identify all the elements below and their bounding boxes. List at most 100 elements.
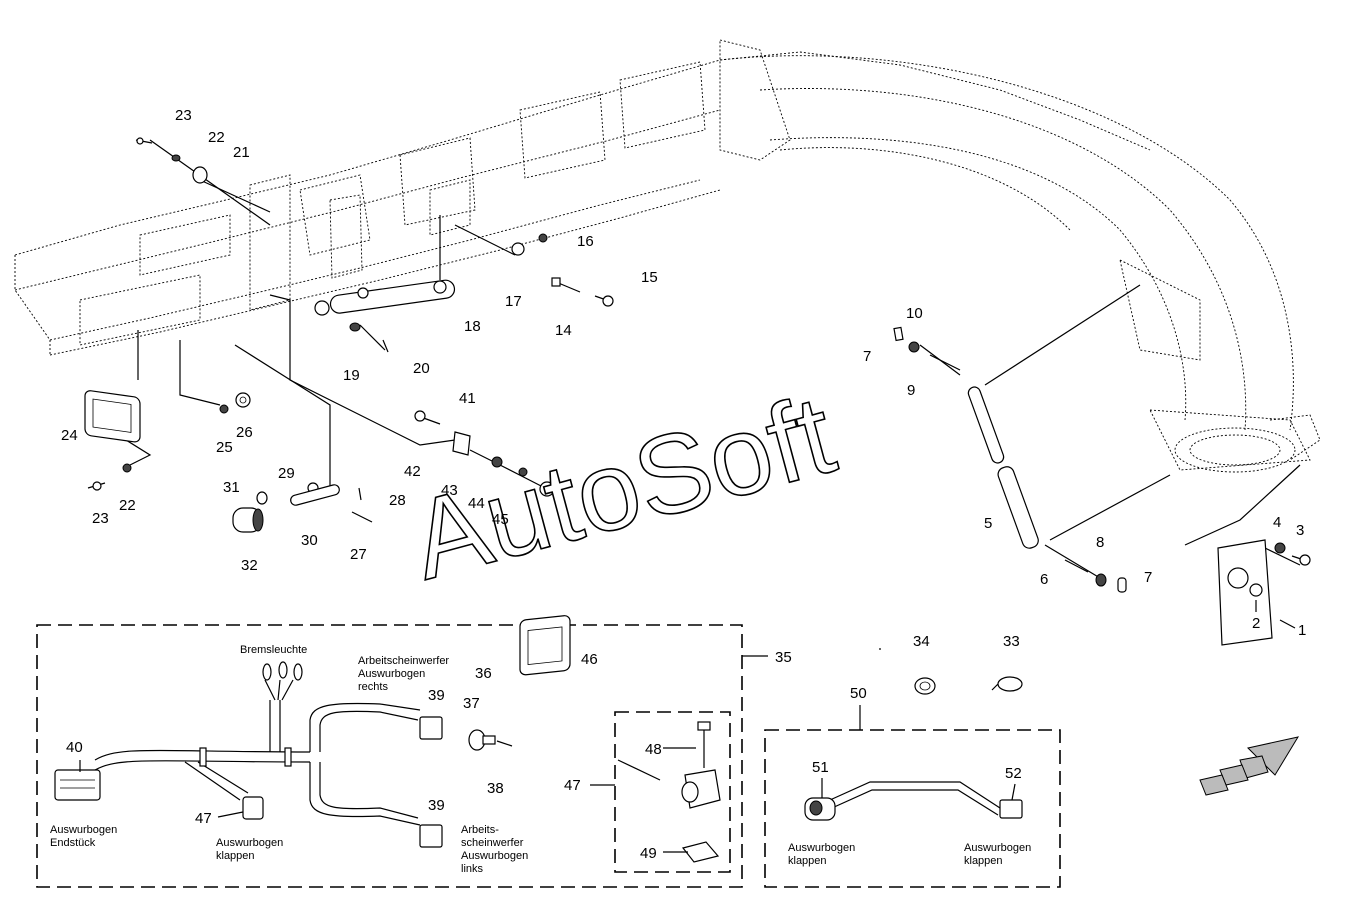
callout-20: 20 <box>413 360 430 377</box>
leader-lines <box>109 139 1301 650</box>
callout-22a: 22 <box>208 129 225 146</box>
callout-15: 15 <box>641 269 658 286</box>
part-34-clamp <box>914 677 936 695</box>
part-17-nut <box>511 242 525 256</box>
callout-45: 45 <box>492 511 509 528</box>
callout-1: 1 <box>1298 622 1306 639</box>
label-bremsleuchte: Bremsleuchte <box>240 644 307 656</box>
callout-32: 32 <box>241 557 258 574</box>
callout-29: 29 <box>278 465 295 482</box>
part-23-bolt-bottom <box>87 481 106 491</box>
callout-7a: 7 <box>863 348 871 365</box>
callout-49: 49 <box>640 845 657 862</box>
part-41-bolt <box>414 410 441 425</box>
part-30-pin <box>290 484 340 506</box>
cable-box-50 <box>764 705 1061 888</box>
callout-40: 40 <box>66 739 83 756</box>
callout-10: 10 <box>906 305 923 322</box>
callout-numbers: 1 2 3 4 5 6 7 7 8 9 10 14 15 16 17 18 19… <box>61 107 1306 862</box>
callout-2: 2 <box>1252 615 1260 632</box>
callout-51: 51 <box>812 759 829 776</box>
callout-42: 42 <box>404 463 421 480</box>
part-8-washer <box>1095 573 1107 587</box>
harness-box-35 <box>36 615 768 888</box>
part-9-pin <box>929 354 961 371</box>
label-auswurbogen-klappen-51-2: klappen <box>788 855 827 867</box>
part-44-washer <box>518 467 528 477</box>
label-auswurbogen-klappen-52-2: klappen <box>964 855 1003 867</box>
callout-50: 50 <box>850 685 867 702</box>
part-10-washer <box>908 341 920 353</box>
part-24-lamp <box>84 390 141 443</box>
part-14-bolt <box>551 277 581 293</box>
callout-4: 4 <box>1273 514 1281 531</box>
part-6-pin <box>1064 559 1089 573</box>
part-45-nut <box>539 481 555 497</box>
label-auswurbogen-klappen-51-1: Auswurbogen <box>788 842 855 854</box>
callout-44: 44 <box>468 495 485 512</box>
label-arbeitsscheinwerfer-links-1: Arbeits- <box>461 824 499 836</box>
callout-33: 33 <box>1003 633 1020 650</box>
part-33-clamp <box>991 676 1023 692</box>
callout-31: 31 <box>223 479 240 496</box>
text-labels: Bremsleuchte Arbeitscheinwerfer Auswurbo… <box>50 644 1031 875</box>
label-auswurbogen-klappen-47-1: Auswurbogen <box>216 837 283 849</box>
callout-34: 34 <box>913 633 930 650</box>
label-auswurbogen-endstueck-2: Endstück <box>50 837 96 849</box>
sub-box-47 <box>590 711 731 873</box>
part-22-washer-bottom <box>122 463 132 473</box>
callout-35: 35 <box>775 649 792 666</box>
callout-18: 18 <box>464 318 481 335</box>
callout-47a: 47 <box>195 810 212 827</box>
part-18-cylinder <box>314 279 456 316</box>
callout-36: 36 <box>475 665 492 682</box>
part-7-pin-top <box>893 326 904 342</box>
part-25-washer <box>219 404 229 414</box>
part-23-bolt-top <box>135 137 153 145</box>
part-26-nut <box>235 392 251 408</box>
callout-8: 8 <box>1096 534 1104 551</box>
label-arbeitsscheinwerfer-links-2: scheinwerfer <box>461 837 524 849</box>
direction-arrow-icon <box>1199 736 1300 796</box>
label-arbeitsscheinwerfer-rechts-2: Auswurbogen <box>358 668 425 680</box>
callout-27: 27 <box>350 546 367 563</box>
callout-26: 26 <box>236 424 253 441</box>
callout-38: 38 <box>487 780 504 797</box>
part-1-plate <box>1217 539 1273 646</box>
chassis-frame <box>14 39 1321 473</box>
callout-7b: 7 <box>1144 569 1152 586</box>
callout-24: 24 <box>61 427 78 444</box>
callout-5: 5 <box>984 515 992 532</box>
label-auswurbogen-klappen-47-2: klappen <box>216 850 255 862</box>
callout-3: 3 <box>1296 522 1304 539</box>
callout-21: 21 <box>233 144 250 161</box>
callout-22b: 22 <box>119 497 136 514</box>
callout-23b: 23 <box>92 510 109 527</box>
callout-28: 28 <box>389 492 406 509</box>
callout-39a: 39 <box>428 687 445 704</box>
part-21-ring <box>192 166 208 184</box>
label-arbeitsscheinwerfer-links-4: links <box>461 863 484 875</box>
callout-6: 6 <box>1040 571 1048 588</box>
part-5-strut <box>967 386 1039 549</box>
label-arbeitsscheinwerfer-rechts-1: Arbeitscheinwerfer <box>358 655 449 667</box>
label-arbeitsscheinwerfer-links-3: Auswurbogen <box>461 850 528 862</box>
part-7-pin-bottom <box>1117 577 1127 593</box>
part-31-ring <box>256 491 268 505</box>
label-arbeitsscheinwerfer-rechts-3: rechts <box>358 681 388 693</box>
callout-47b: 47 <box>564 777 581 794</box>
part-32-knob <box>232 507 264 533</box>
part-27-pin <box>351 511 373 523</box>
part-28-pin <box>358 487 362 501</box>
callout-41: 41 <box>459 390 476 407</box>
label-auswurbogen-endstueck-1: Auswurbogen <box>50 824 117 836</box>
callout-39b: 39 <box>428 797 445 814</box>
part-19-washer <box>349 322 361 332</box>
callout-17: 17 <box>505 293 522 310</box>
part-15-screw <box>594 295 614 307</box>
part-42-bracket <box>452 431 471 456</box>
callout-43: 43 <box>441 482 458 499</box>
label-auswurbogen-klappen-52-1: Auswurbogen <box>964 842 1031 854</box>
callout-25: 25 <box>216 439 233 456</box>
